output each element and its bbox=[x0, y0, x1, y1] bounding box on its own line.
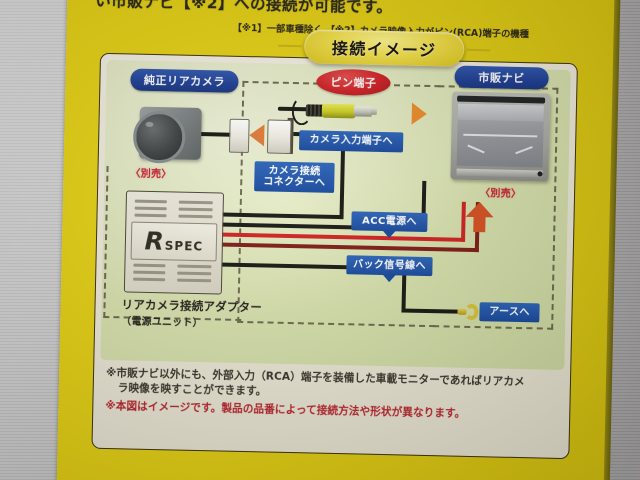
rear-camera-adapter-unit: R SPEC bbox=[123, 190, 225, 295]
stamp-navi-sold-separately: 〈別売〉 bbox=[479, 188, 522, 201]
bottom-notes: ※市販ナビ以外にも、外部入力（RCA）端子を装備した車載モニターであればリアカメ… bbox=[105, 366, 562, 424]
adapter-slot-6 bbox=[178, 214, 213, 219]
top-sentence: い市販ナビ【※2】への接続が可能です。 bbox=[94, 0, 393, 17]
rca-cable bbox=[277, 106, 308, 112]
callout-ground-text: アースへ bbox=[489, 306, 530, 319]
rca-tip bbox=[353, 106, 372, 117]
rspec-logo: R SPEC bbox=[144, 226, 204, 256]
callout-camera-input: カメラ入力端子へ bbox=[298, 130, 404, 153]
callout-back-signal-text: バック信号線へ bbox=[352, 259, 426, 272]
callout-acc-pointer-icon bbox=[382, 230, 397, 239]
adapter-caption: リアカメラ接続アダプター （電源ユニット） bbox=[121, 296, 262, 330]
callout-camera-connector: カメラ接続コネクターへ bbox=[254, 161, 335, 193]
rca-plug-icon bbox=[277, 97, 388, 126]
mating-arrow-icon bbox=[249, 124, 265, 147]
callout-acc-power: ACC電源へ bbox=[351, 211, 428, 239]
adapter-slot-8 bbox=[133, 270, 166, 275]
adapter-slot-5 bbox=[178, 207, 213, 212]
rca-barrel bbox=[321, 103, 356, 119]
title-badge-label: 接続イメージ bbox=[331, 38, 437, 61]
adapter-slot-10 bbox=[177, 264, 212, 269]
navi-guide-line-3 bbox=[515, 145, 533, 155]
product-package: い市販ナビ【※2】への接続が可能です。 【※1】一部車種除く 【※2】カメラ映像… bbox=[56, 0, 621, 480]
adapter-slot-2 bbox=[134, 206, 167, 211]
navi-button-strip bbox=[456, 168, 543, 178]
rca-to-navi-arrow-icon bbox=[411, 102, 428, 125]
title-badge: 接続イメージ bbox=[303, 29, 465, 67]
adapter-logo-plate: R SPEC bbox=[130, 221, 218, 262]
adapter-caption-line2: （電源ユニット） bbox=[121, 316, 203, 330]
label-rear-camera: 純正リアカメラ bbox=[130, 68, 239, 93]
navi-guide-line-2 bbox=[467, 144, 485, 154]
navi-bezel-top bbox=[457, 95, 546, 104]
navi-indicator-dot bbox=[537, 171, 543, 177]
rspec-logo-spec: SPEC bbox=[164, 238, 204, 254]
label-market-navi: 市販ナビ bbox=[454, 65, 549, 90]
wire-camera-pigtail bbox=[199, 131, 232, 137]
callout-ground: アースへ bbox=[479, 302, 540, 323]
label-market-navi-text: 市販ナビ bbox=[478, 71, 525, 86]
badge-tick-left bbox=[278, 44, 303, 48]
navi-screen bbox=[456, 103, 545, 168]
rspec-logo-r: R bbox=[144, 226, 165, 256]
adapter-slot-7 bbox=[133, 263, 166, 268]
stamp-camera-sold-separately: 〈別売〉 bbox=[130, 168, 172, 181]
callout-acc-power-text: ACC電源へ bbox=[361, 215, 417, 228]
navi-guide-line-1 bbox=[463, 133, 538, 138]
title-badge-wrap: 接続イメージ bbox=[278, 29, 491, 67]
callout-back-signal-pointer-icon bbox=[382, 274, 397, 283]
label-pin-terminal-text: ピン端子 bbox=[330, 75, 377, 90]
adapter-slot-1 bbox=[134, 199, 167, 204]
ground-fork-terminal-icon bbox=[457, 304, 477, 320]
connector-adapter-camera bbox=[266, 119, 292, 154]
adapter-slot-9 bbox=[133, 277, 166, 282]
label-rear-camera-text: 純正リアカメラ bbox=[143, 73, 226, 89]
callout-camera-input-text: カメラ入力端子へ bbox=[309, 134, 393, 148]
connector-camera-female bbox=[228, 118, 250, 154]
badge-tick-right bbox=[466, 48, 491, 52]
navi-monitor bbox=[450, 91, 551, 182]
diagram-panel: 純正リアカメラ 〈別売〉 カメラ接続コネクターへ ピン端子 bbox=[91, 52, 578, 460]
navi-screen-sky bbox=[457, 103, 545, 122]
callout-back-signal: バック信号線へ bbox=[346, 255, 433, 283]
adapter-slot-3 bbox=[134, 213, 167, 218]
power-up-arrow-icon bbox=[465, 202, 494, 233]
adapter-slot-12 bbox=[177, 278, 212, 283]
callout-camera-connector-text: カメラ接続コネクターへ bbox=[263, 165, 326, 189]
adapter-slot-11 bbox=[177, 271, 212, 276]
adapter-slot-4 bbox=[178, 200, 213, 205]
